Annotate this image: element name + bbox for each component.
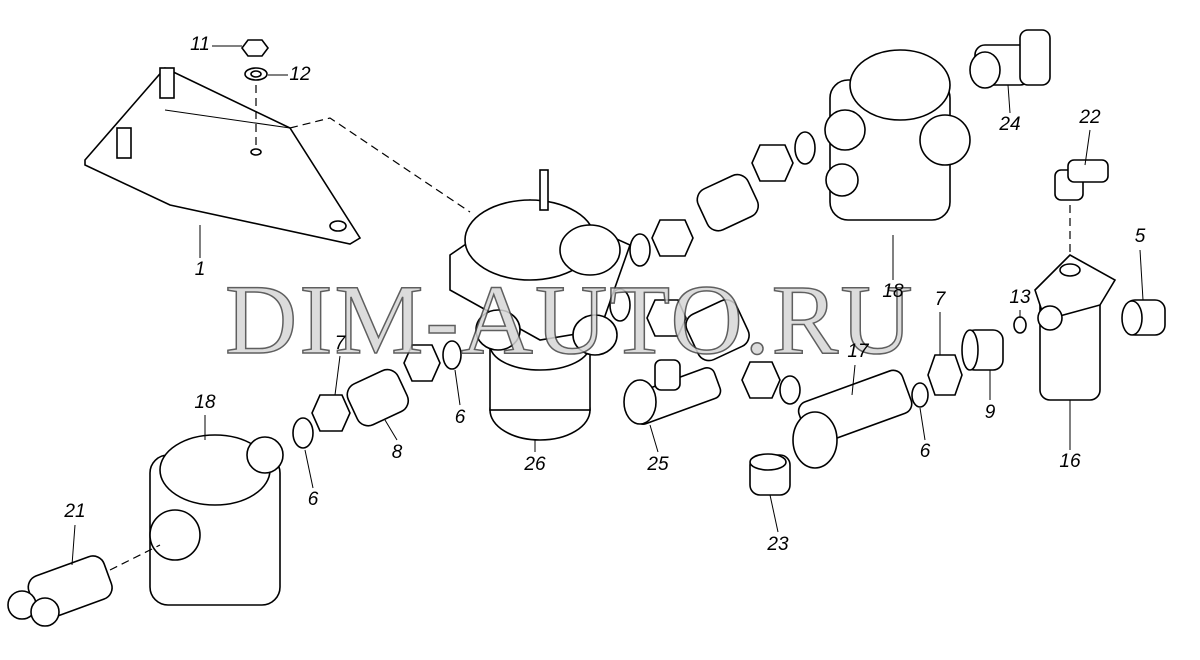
callout-6-mid: 6 — [454, 407, 466, 428]
callout-25: 25 — [647, 454, 669, 475]
fitting-part-5 — [1121, 299, 1166, 336]
plug-part-9 — [961, 329, 1004, 371]
fitting-part-17 — [792, 369, 913, 469]
nut-part-7-left — [311, 394, 351, 432]
callout-7-right: 7 — [934, 289, 946, 310]
ring-part-6-mid — [779, 375, 801, 405]
valve-part-18-bottom — [149, 434, 284, 606]
nut-part-11 — [241, 39, 269, 57]
callout-13: 13 — [1009, 287, 1031, 308]
valve-part-26 — [449, 169, 631, 441]
callout-21: 21 — [64, 501, 86, 522]
callout-18-top: 18 — [882, 281, 904, 302]
callout-6-right: 6 — [919, 441, 931, 462]
callout-23: 23 — [767, 534, 789, 555]
callout-6-left: 6 — [307, 489, 319, 510]
leader-lines — [71, 45, 1144, 566]
callout-5: 5 — [1134, 226, 1146, 247]
callout-16: 16 — [1059, 451, 1081, 472]
ring-part-6-right — [911, 382, 929, 408]
nut-part-7-mid — [741, 361, 781, 399]
ring-part-13 — [1013, 316, 1027, 334]
nut-part-mid-upper — [646, 299, 687, 337]
nut-part-upper — [651, 219, 694, 257]
ring-part-upper-1 — [629, 233, 651, 267]
watermark: DIM-AUTO.RU — [224, 264, 915, 375]
bracket-part-1 — [84, 67, 362, 245]
callout-24: 24 — [999, 114, 1021, 135]
sleeve-part-mid — [685, 299, 750, 362]
callout-12: 12 — [289, 64, 311, 85]
ring-part-6-left-upper — [442, 340, 462, 370]
ring-part-mid-upper — [609, 288, 631, 322]
callout-26: 26 — [524, 454, 546, 475]
callout-1: 1 — [194, 259, 206, 280]
nut-part-7-right — [927, 354, 963, 396]
callout-9: 9 — [984, 402, 996, 423]
sleeve-part-upper — [696, 173, 760, 232]
fitting-part-23 — [749, 453, 791, 496]
callout-22: 22 — [1079, 107, 1101, 128]
sleeve-part-8 — [346, 368, 410, 427]
nut-part-left-upper — [403, 344, 441, 382]
ring-part-6-left — [292, 417, 314, 449]
callout-17: 17 — [847, 341, 869, 362]
callout-18-bottom: 18 — [194, 392, 216, 413]
fitting-part-21 — [7, 555, 113, 627]
fitting-part-24 — [969, 29, 1051, 89]
tee-part-25 — [623, 359, 722, 425]
elbow-part-22 — [1054, 159, 1109, 201]
valve-part-18-top — [824, 49, 971, 221]
callout-8: 8 — [391, 442, 403, 463]
callout-7-left: 7 — [334, 333, 346, 354]
nut-part-upper-2 — [751, 144, 794, 182]
ring-part-upper-2 — [794, 131, 816, 165]
valve-part-16 — [1034, 254, 1117, 401]
washer-part-12 — [244, 67, 268, 81]
callout-11: 11 — [190, 34, 210, 55]
